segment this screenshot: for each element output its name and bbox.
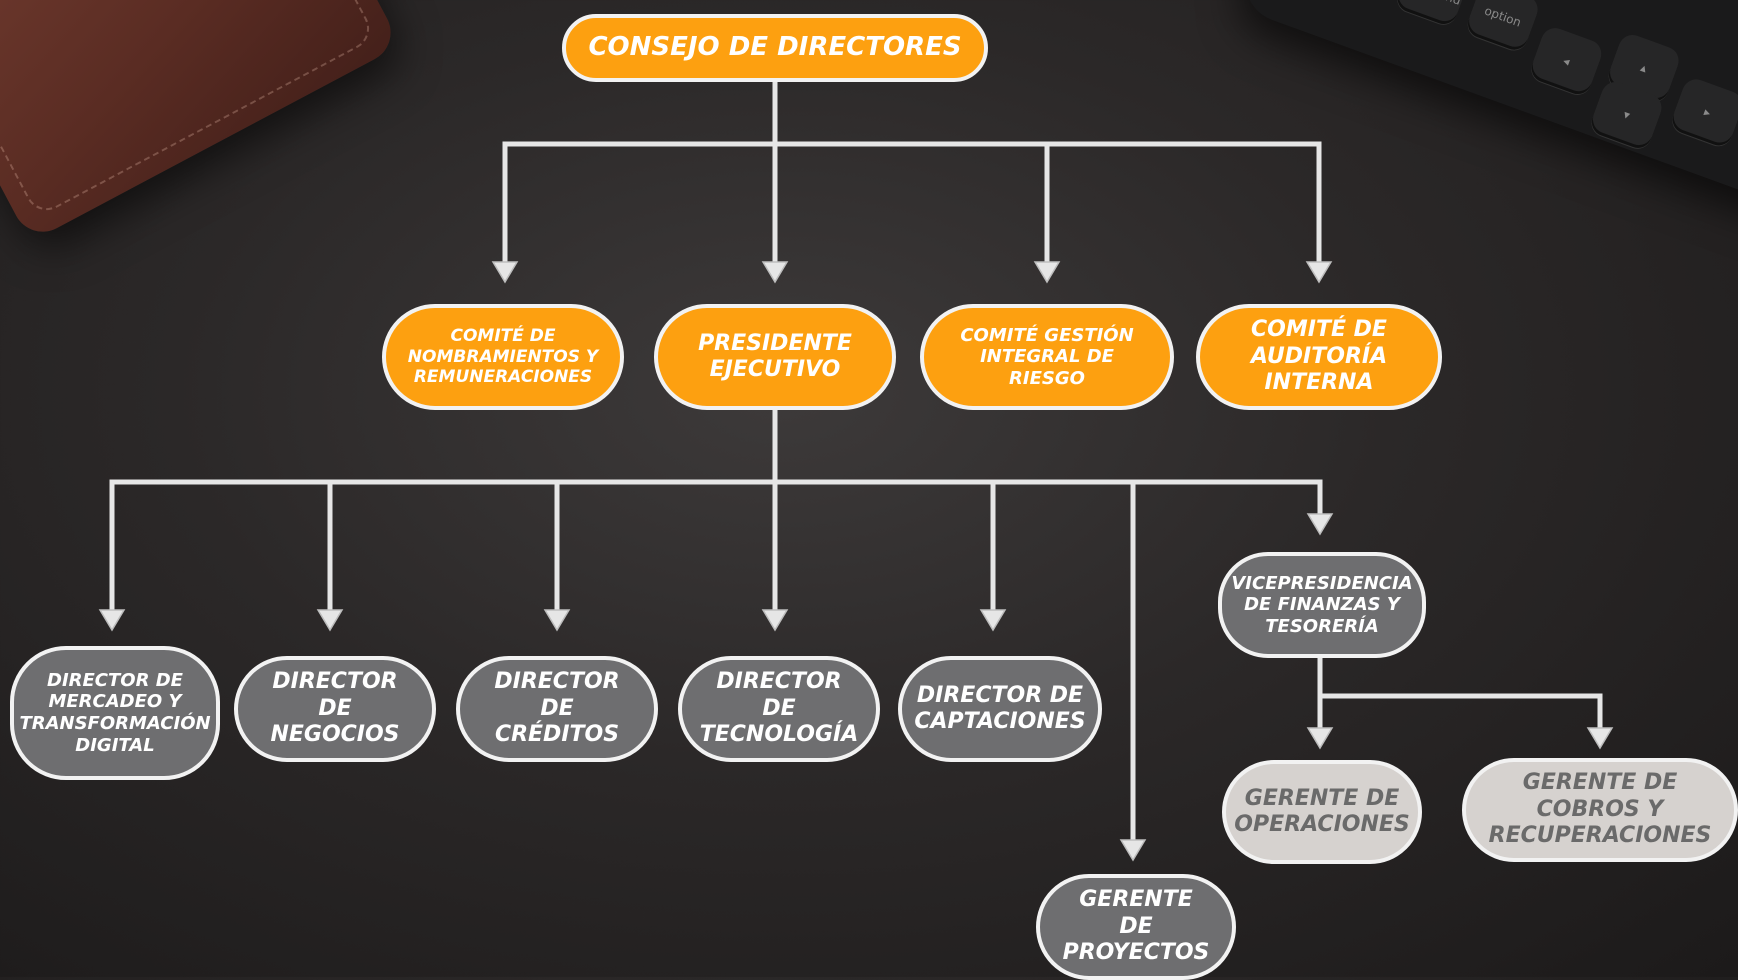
arrow-down-icon (1306, 513, 1334, 536)
node-director-creditos: DIRECTOR DE CRÉDITOS (456, 656, 658, 762)
node-vicepresidencia-finanzas: VICEPRESIDENCIA DE FINANZAS Y TESORERÍA (1218, 552, 1426, 658)
node-gerente-proyectos: GERENTE DE PROYECTOS (1036, 874, 1236, 980)
arrow-down-icon (979, 609, 1007, 632)
node-director-captaciones: DIRECTOR DE CAPTACIONES (898, 656, 1102, 762)
node-director-tecnologia: DIRECTOR DE TECNOLOGÍA (678, 656, 880, 762)
arrow-down-icon (1306, 727, 1334, 750)
arrow-down-icon (1305, 261, 1333, 284)
arrow-down-icon (761, 261, 789, 284)
node-comite-auditoria: COMITÉ DE AUDITORÍA INTERNA (1196, 304, 1442, 410)
arrow-down-icon (1586, 727, 1614, 750)
node-comite-riesgo: COMITÉ GESTIÓN INTEGRAL DE RIESGO (920, 304, 1174, 410)
arrow-down-icon (98, 609, 126, 632)
node-gerente-cobros: GERENTE DE COBROS Y RECUPERACIONES (1462, 758, 1738, 862)
node-presidente-ejecutivo: PRESIDENTE EJECUTIVO (654, 304, 896, 410)
node-gerente-operaciones: GERENTE DE OPERACIONES (1222, 760, 1422, 864)
arrow-down-icon (1119, 839, 1147, 862)
node-comite-nombramientos: COMITÉ DE NOMBRAMIENTOS Y REMUNERACIONES (382, 304, 624, 410)
arrow-down-icon (543, 609, 571, 632)
arrow-down-icon (1033, 261, 1061, 284)
arrow-down-icon (316, 609, 344, 632)
node-consejo-de-directores: CONSEJO DE DIRECTORES (562, 14, 988, 82)
node-director-negocios: DIRECTOR DE NEGOCIOS (234, 656, 436, 762)
arrow-down-icon (761, 609, 789, 632)
arrow-down-icon (491, 261, 519, 284)
node-director-mercadeo: DIRECTOR DE MERCADEO Y TRANSFORMACIÓN DI… (10, 646, 220, 780)
